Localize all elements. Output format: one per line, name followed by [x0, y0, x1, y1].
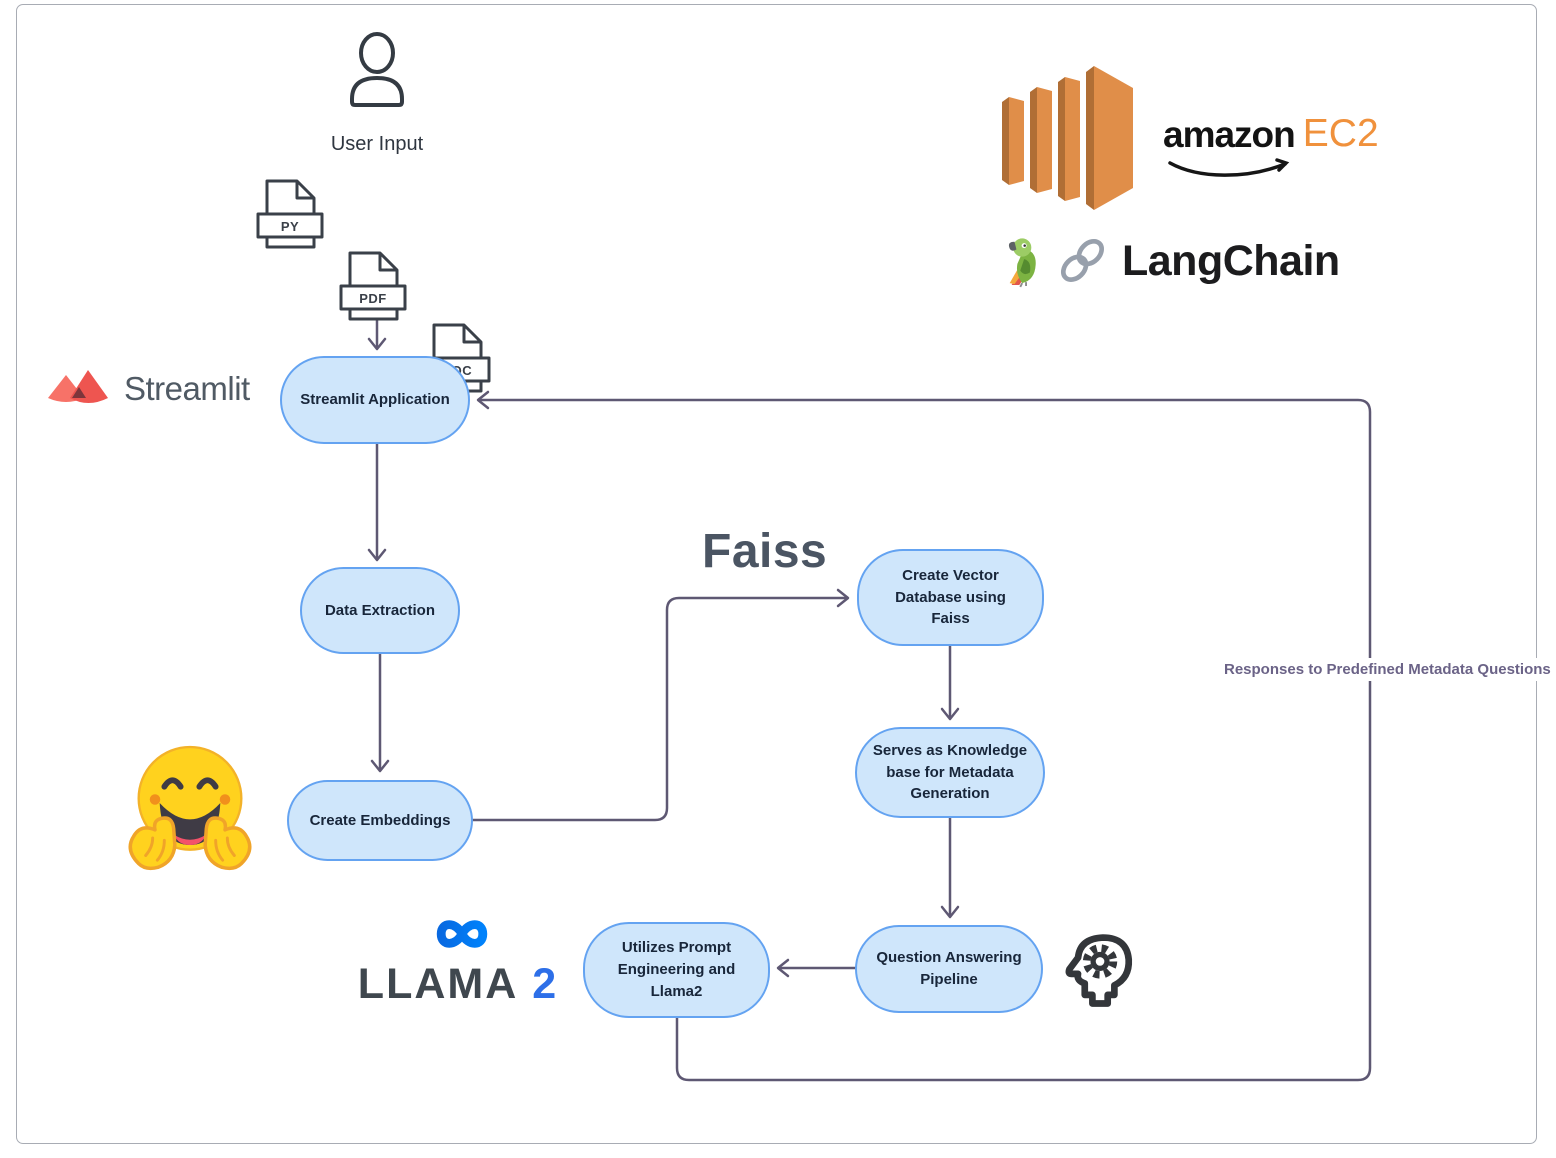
- node-create-vector-database-label: Create Vector Database using Faiss: [895, 566, 1006, 628]
- langchain-logo: LangChain: [1002, 234, 1340, 288]
- node-create-embeddings: Create Embeddings: [287, 780, 473, 861]
- node-prompt-engineering-llama2-label: Utilizes Prompt Engineering and Llama2: [617, 939, 736, 1000]
- person-icon: [350, 32, 404, 107]
- amazon-ec2-logo: amazon EC2: [1163, 112, 1379, 177]
- faiss-label: Faiss: [702, 525, 828, 578]
- py-file-icon: PY: [255, 178, 325, 250]
- node-knowledge-base-label: Serves as Knowledge base for Metadata Ge…: [872, 741, 1028, 803]
- amazon-wordmark: amazon: [1163, 114, 1296, 155]
- node-data-extraction: Data Extraction: [300, 567, 460, 654]
- streamlit-icon: [48, 370, 108, 403]
- node-create-vector-database: Create Vector Database using Faiss: [857, 549, 1044, 646]
- node-create-embeddings-label: Create Embeddings: [309, 811, 451, 829]
- streamlit-logo: Streamlit: [46, 368, 250, 410]
- node-prompt-engineering-llama2: Utilizes Prompt Engineering and Llama2: [583, 922, 770, 1018]
- responses-annotation: Responses to Predefined Metadata Questio…: [1218, 658, 1556, 681]
- diagram-frame: [16, 4, 1537, 1144]
- node-streamlit-application: Streamlit Application: [280, 356, 470, 444]
- py-file-label: PY: [280, 218, 300, 234]
- amazon-ec2-icon: [1002, 66, 1133, 210]
- meta-infinity-icon: [436, 920, 488, 948]
- langchain-wordmark: LangChain: [1122, 236, 1340, 285]
- amazon-smile-icon: [1168, 158, 1290, 177]
- node-data-extraction-label: Data Extraction: [324, 601, 436, 619]
- node-knowledge-base: Serves as Knowledge base for Metadata Ge…: [855, 727, 1045, 818]
- user-input-label: User Input: [330, 133, 424, 155]
- node-question-answering-pipeline-label: Question Answering Pipeline: [876, 949, 1022, 988]
- pdf-file-label: PDF: [359, 290, 387, 306]
- ec2-wordmark: EC2: [1302, 112, 1379, 155]
- head-gear-icon: [1065, 934, 1133, 1007]
- streamlit-wordmark: Streamlit: [124, 370, 250, 407]
- pdf-file-icon: PDF: [338, 250, 408, 322]
- hugging-face-icon: [128, 745, 252, 871]
- parrot-icon: [1008, 238, 1036, 288]
- chain-link-icon: [1060, 238, 1104, 282]
- llama-version: 2: [532, 960, 557, 1008]
- node-streamlit-application-label: Streamlit Application: [300, 391, 450, 409]
- llama-wordmark: LLAMA: [357, 960, 519, 1008]
- llama2-logo: LLAMA 2: [352, 960, 562, 1009]
- node-question-answering-pipeline: Question Answering Pipeline: [855, 925, 1043, 1013]
